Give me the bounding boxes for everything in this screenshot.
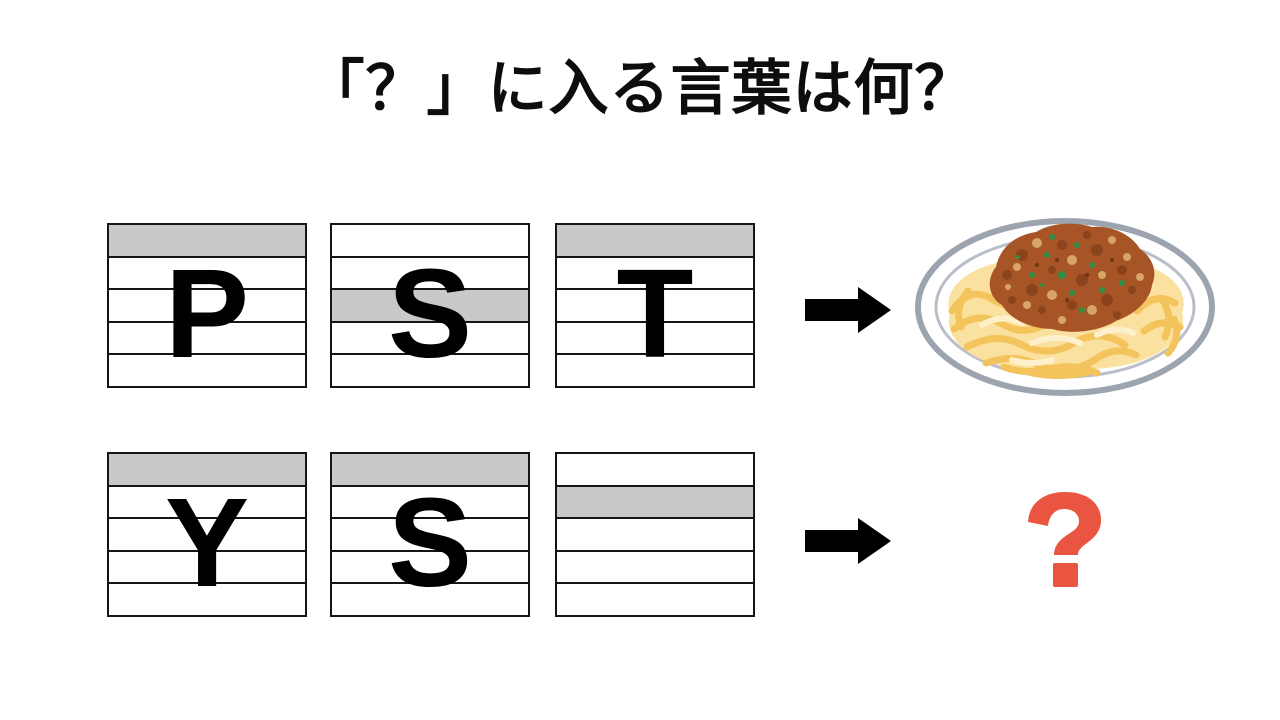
ruled-band <box>332 517 528 550</box>
ruled-band <box>557 320 753 354</box>
ruled-band <box>332 225 528 256</box>
arrow-right-icon <box>805 287 891 333</box>
ruled-band <box>109 517 305 550</box>
ruled-band <box>109 549 305 583</box>
letter-cell-row2-3-blank <box>555 452 755 617</box>
letter-cell-row1-1: P <box>107 223 307 388</box>
ruled-band <box>557 255 753 289</box>
ruled-band <box>332 288 528 321</box>
ruled-band <box>332 320 528 354</box>
ruled-band <box>332 582 528 615</box>
ruled-band <box>109 288 305 321</box>
ruled-band <box>557 225 753 256</box>
ruled-band <box>109 484 305 518</box>
ruled-band <box>557 517 753 550</box>
arrow-right-icon <box>805 518 891 564</box>
ruled-band <box>109 582 305 615</box>
letter-cell-row1-3: T <box>555 223 755 388</box>
ruled-band <box>332 549 528 583</box>
ruled-band <box>332 353 528 386</box>
letter-cell-row1-2: S <box>330 223 530 388</box>
letter-cell-row2-1: Y <box>107 452 307 617</box>
spaghetti-illustration <box>915 218 1215 396</box>
ruled-band <box>557 582 753 615</box>
ruled-band <box>557 353 753 386</box>
ruled-band <box>109 225 305 256</box>
letter-cell-row2-2: S <box>330 452 530 617</box>
ruled-band <box>109 353 305 386</box>
ruled-band <box>557 454 753 485</box>
ruled-band <box>109 454 305 485</box>
ruled-band <box>557 288 753 321</box>
ruled-band <box>332 255 528 289</box>
ruled-band <box>557 484 753 518</box>
puzzle-title: 「？」に入る言葉は何？ <box>304 55 976 122</box>
ruled-band <box>557 549 753 583</box>
ruled-band <box>109 320 305 354</box>
ruled-band <box>332 484 528 518</box>
ruled-band <box>109 255 305 289</box>
ruled-band <box>332 454 528 485</box>
question-mark-icon <box>1028 492 1101 587</box>
